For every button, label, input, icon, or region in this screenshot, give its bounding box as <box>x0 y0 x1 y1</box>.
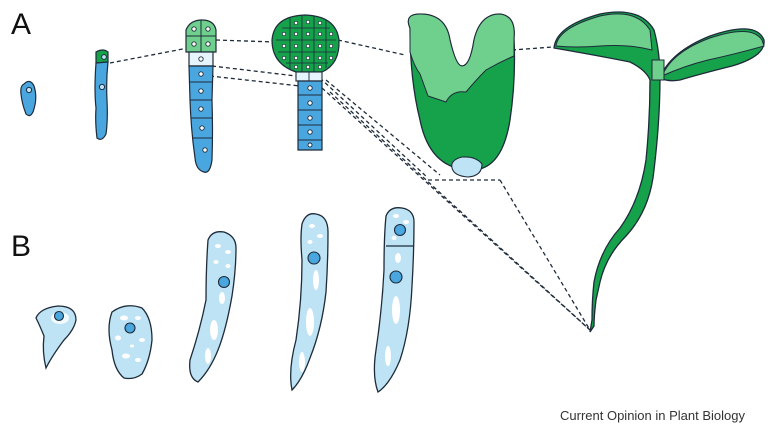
two-cell-stage <box>95 50 108 139</box>
lineage-dashed-lines <box>110 40 590 330</box>
heart-stage <box>408 14 514 177</box>
panel-label-b: B <box>11 232 31 262</box>
octant-stage <box>186 20 216 172</box>
panel-label-a: A <box>11 10 31 40</box>
cell-b3 <box>190 232 236 382</box>
journal-credit: Current Opinion in Plant Biology <box>560 408 745 423</box>
zygote-stage <box>21 81 36 115</box>
cell-b5 <box>374 208 414 392</box>
cell-b1 <box>36 306 76 368</box>
cell-b2 <box>109 306 152 379</box>
seedling <box>554 12 764 332</box>
suspensor-cell-series <box>36 208 414 392</box>
cell-b4 <box>291 214 328 390</box>
